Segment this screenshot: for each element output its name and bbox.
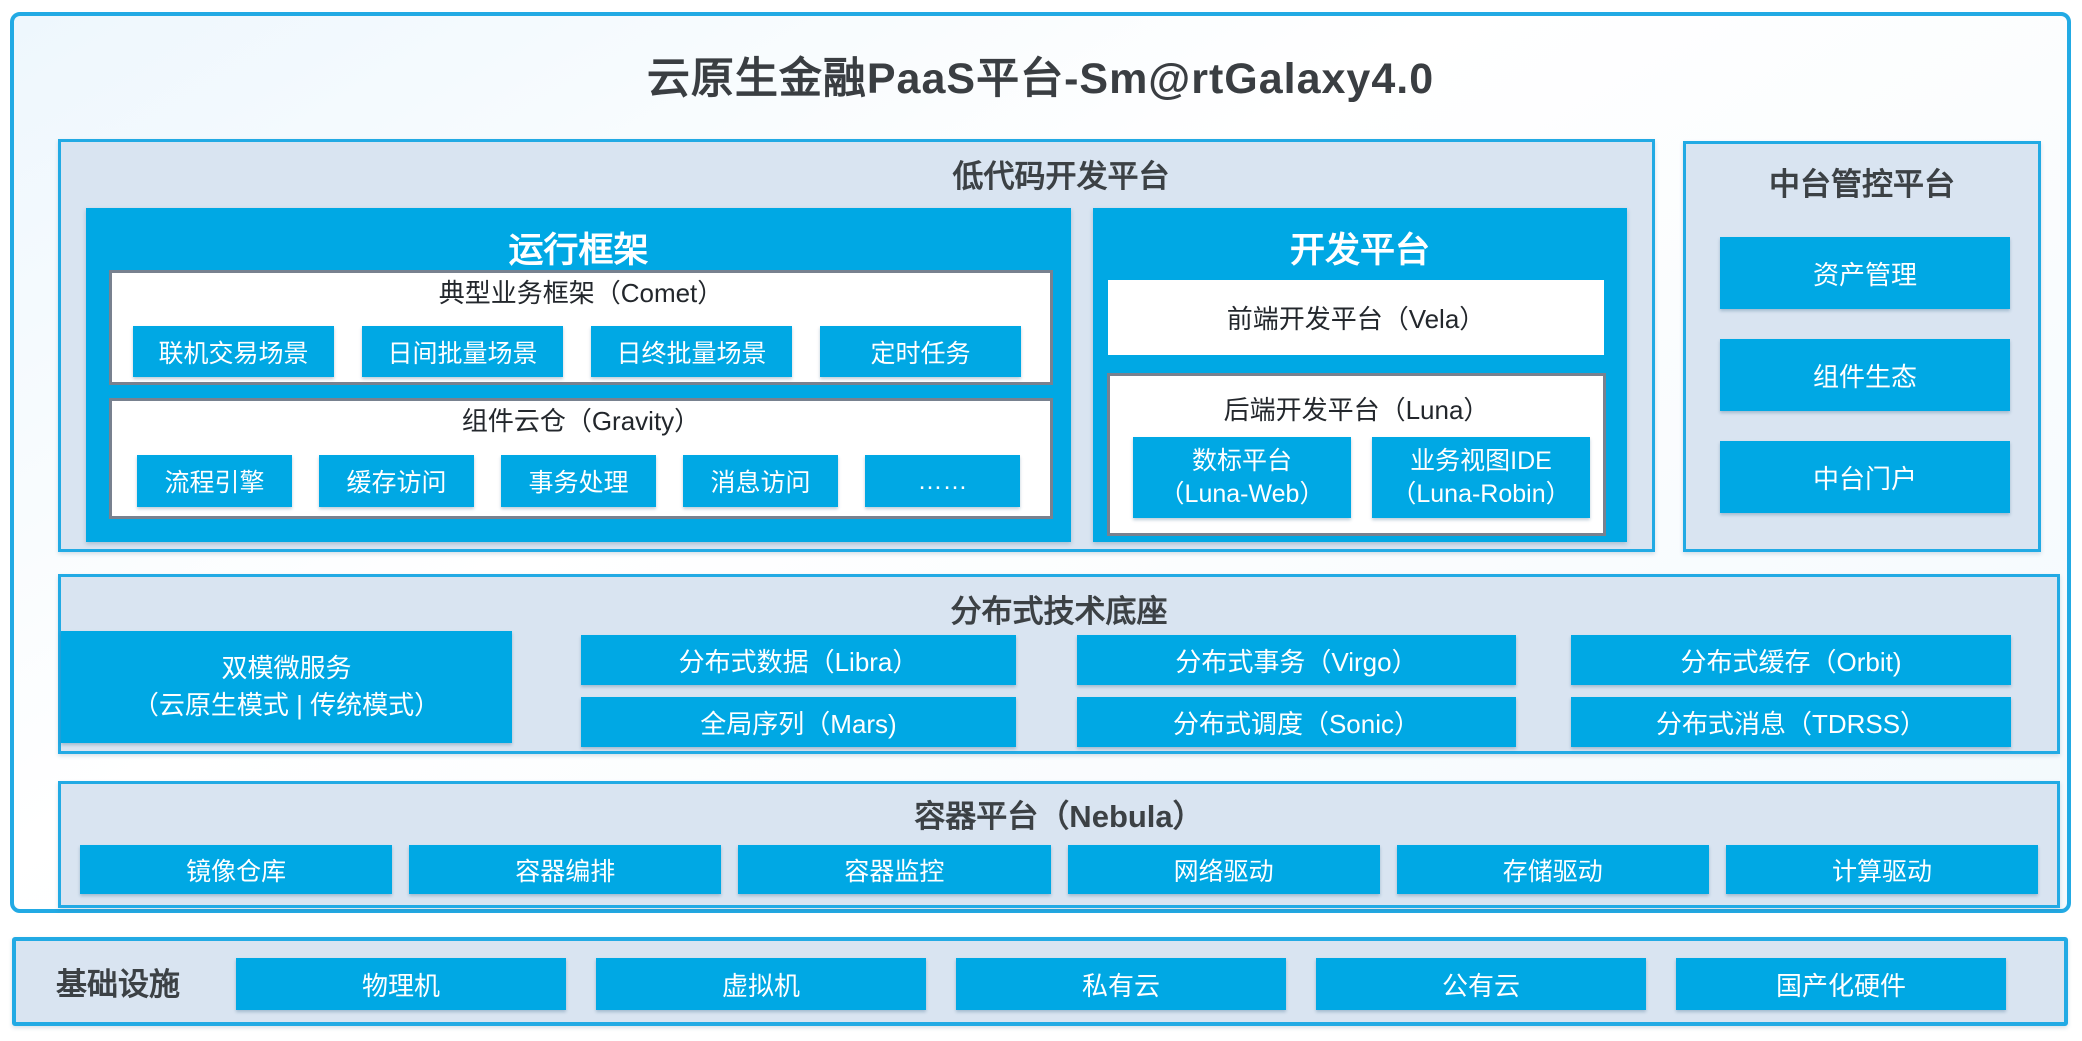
node-private-cloud: 私有云: [956, 958, 1286, 1010]
node-libra: 分布式数据（Libra）: [581, 635, 1016, 685]
node-tdrss: 分布式消息（TDRSS）: [1571, 697, 2011, 747]
gravity-node-row: 流程引擎 缓存访问 事务处理 消息访问 ……: [137, 455, 1020, 507]
node-virtual-machine: 虚拟机: [596, 958, 926, 1010]
node-luna-robin: 业务视图IDE （Luna-Robin）: [1372, 437, 1590, 518]
luna-web-line1: 数标平台: [1191, 446, 1292, 475]
dual-mode-line1: 双模微服务: [221, 653, 352, 683]
infrastructure-title: 基础设施: [56, 967, 180, 1002]
node-luna-web: 数标平台 （Luna-Web）: [1133, 437, 1351, 518]
group-runtime-framework: 运行框架 典型业务框架（Comet） 联机交易场景 日间批量场景 日终批量场景 …: [86, 208, 1071, 542]
node-vela: 前端开发平台（Vela）: [1108, 280, 1604, 355]
luna-robin-line2: （Luna-Robin）: [1391, 479, 1571, 508]
node-compute-driver: 计算驱动: [1725, 845, 2039, 894]
comet-node-row: 联机交易场景 日间批量场景 日终批量场景 定时任务: [133, 326, 1021, 377]
dual-mode-line2: （云原生模式 | 传统模式）: [132, 690, 441, 720]
node-orbit: 分布式缓存（Orbit): [1571, 635, 2011, 685]
node-dual-mode-microservice: 双模微服务 （云原生模式 | 传统模式）: [61, 631, 512, 743]
box-luna: 后端开发平台（Luna） 数标平台 （Luna-Web） 业务视图IDE （Lu…: [1107, 373, 1606, 536]
node-transaction-processing: 事务处理: [501, 455, 656, 507]
page-title: 云原生金融PaaS平台-Sm@rtGalaxy4.0: [646, 55, 1435, 103]
node-container-monitoring: 容器监控: [738, 845, 1051, 894]
node-virgo: 分布式事务（Virgo）: [1077, 635, 1516, 685]
section-container-platform: 容器平台（Nebula） 镜像仓库 容器编排 容器监控 网络驱动 存储驱动 计算…: [58, 781, 2060, 908]
node-storage-driver: 存储驱动: [1396, 845, 1709, 894]
node-container-orchestration: 容器编排: [409, 845, 722, 894]
node-image-registry: 镜像仓库: [80, 845, 393, 894]
dev-platform-title: 开发平台: [1289, 231, 1430, 270]
node-daytime-batch: 日间批量场景: [362, 326, 563, 377]
lowcode-platform-title: 低代码开发平台: [952, 159, 1170, 194]
luna-web-line2: （Luna-Web）: [1159, 479, 1325, 508]
node-online-trading: 联机交易场景: [133, 326, 334, 377]
box-gravity: 组件云仓（Gravity） 流程引擎 缓存访问 事务处理 消息访问 ……: [109, 398, 1053, 519]
gravity-title: 组件云仓（Gravity）: [461, 406, 701, 436]
node-domestic-hardware: 国产化硬件: [1676, 958, 2006, 1010]
node-component-ecosystem: 组件生态: [1720, 339, 2010, 411]
vela-label: 前端开发平台（Vela）: [1226, 304, 1486, 334]
node-eod-batch: 日终批量场景: [591, 326, 792, 377]
luna-title: 后端开发平台（Luna）: [1223, 395, 1490, 425]
runtime-framework-title: 运行框架: [508, 231, 649, 270]
node-network-driver: 网络驱动: [1067, 845, 1380, 894]
distributed-base-title: 分布式技术底座: [950, 594, 1168, 629]
container-platform-title: 容器平台（Nebula）: [914, 799, 1204, 834]
node-process-engine: 流程引擎: [137, 455, 292, 507]
section-lowcode-platform: 低代码开发平台 运行框架 典型业务框架（Comet） 联机交易场景 日间批量场景…: [58, 139, 1655, 552]
comet-title: 典型业务框架（Comet）: [438, 278, 724, 308]
node-sonic: 分布式调度（Sonic）: [1077, 697, 1516, 747]
group-dev-platform: 开发平台 前端开发平台（Vela） 后端开发平台（Luna） 数标平台 （Lun…: [1093, 208, 1627, 542]
outer-frame: 云原生金融PaaS平台-Sm@rtGalaxy4.0 低代码开发平台 运行框架 …: [10, 12, 2071, 913]
container-node-row: 镜像仓库 容器编排 容器监控 网络驱动 存储驱动 计算驱动: [80, 845, 2039, 894]
node-asset-management: 资产管理: [1720, 237, 2010, 309]
node-scheduled-task: 定时任务: [820, 326, 1021, 377]
node-mars: 全局序列（Mars): [581, 697, 1016, 747]
section-midplat-control: 中台管控平台 资产管理 组件生态 中台门户: [1683, 141, 2041, 552]
infrastructure-node-row: 物理机 虚拟机 私有云 公有云 国产化硬件: [236, 958, 2006, 1010]
node-ellipsis: ……: [865, 455, 1020, 507]
luna-robin-line1: 业务视图IDE: [1410, 446, 1552, 475]
section-infrastructure: 基础设施 物理机 虚拟机 私有云 公有云 国产化硬件: [12, 937, 2068, 1026]
node-cache-access: 缓存访问: [319, 455, 474, 507]
node-midplat-portal: 中台门户: [1720, 441, 2010, 513]
box-comet: 典型业务框架（Comet） 联机交易场景 日间批量场景 日终批量场景 定时任务: [109, 270, 1053, 385]
section-distributed-base: 分布式技术底座 双模微服务 （云原生模式 | 传统模式） 分布式数据（Libra…: [58, 574, 2060, 754]
node-public-cloud: 公有云: [1316, 958, 1646, 1010]
midplat-title: 中台管控平台: [1769, 167, 1955, 202]
node-physical-machine: 物理机: [236, 958, 566, 1010]
node-message-access: 消息访问: [683, 455, 838, 507]
